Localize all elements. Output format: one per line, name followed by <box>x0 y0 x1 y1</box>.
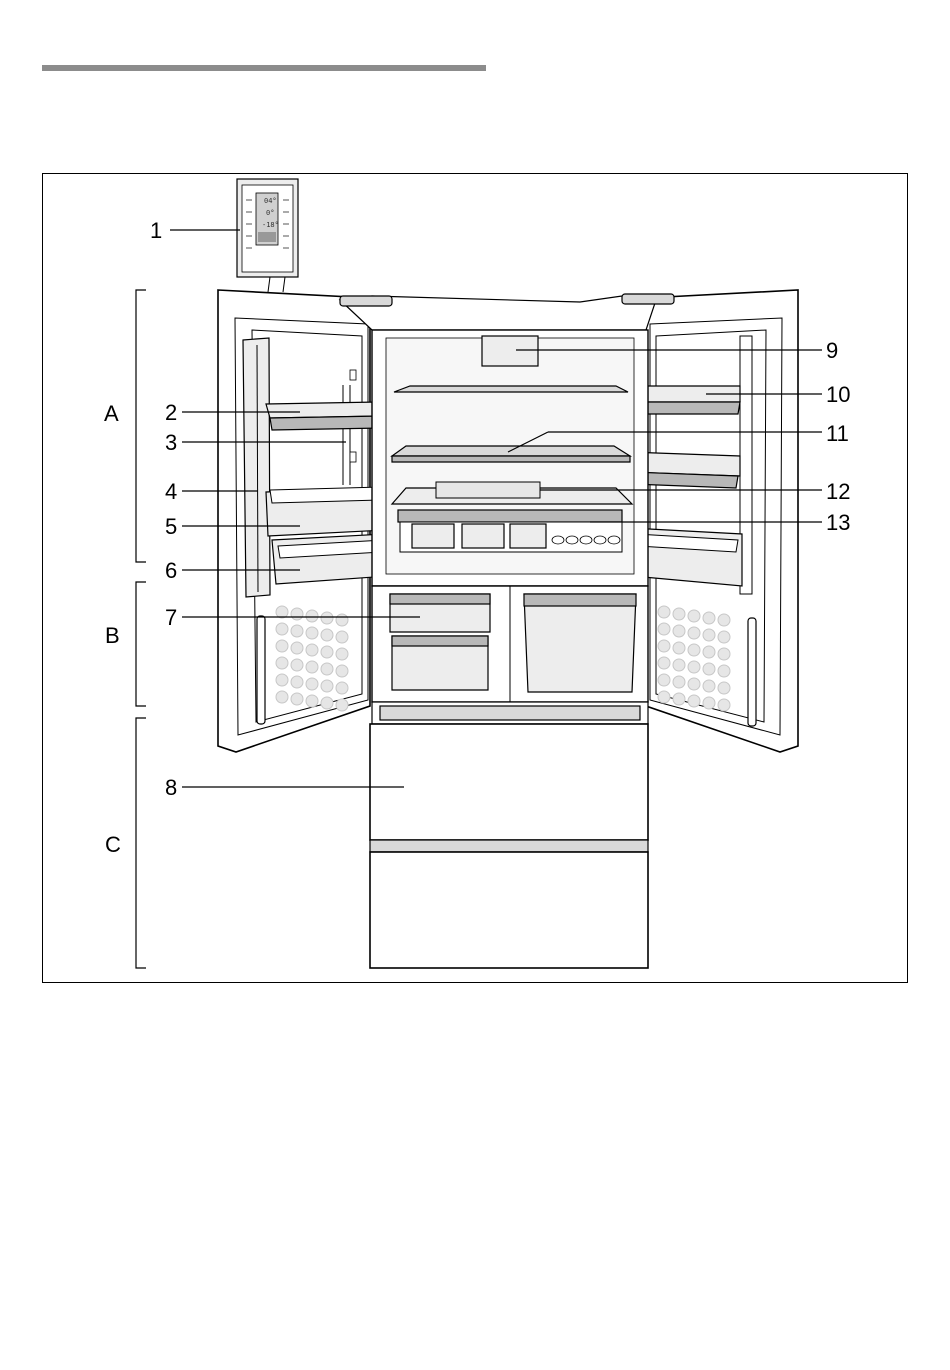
door-dimple <box>306 610 318 622</box>
door-dimple <box>658 657 670 669</box>
door-dimple <box>321 680 333 692</box>
door-dimple <box>703 663 715 675</box>
door-dimple <box>718 631 730 643</box>
callout-13: 13 <box>826 510 850 535</box>
door-dimple <box>718 665 730 677</box>
door-dimple <box>291 693 303 705</box>
callout-6: 6 <box>165 558 177 583</box>
section-label-c: C <box>105 832 121 857</box>
door-dimple <box>291 608 303 620</box>
section-brackets <box>136 290 146 968</box>
freezer-drawers <box>370 724 648 968</box>
display-line-2: 0° <box>266 209 274 217</box>
door-dimple <box>718 682 730 694</box>
middle-drawer-compartment <box>372 586 648 724</box>
door-dimple <box>336 699 348 711</box>
callout-10: 10 <box>826 382 850 407</box>
door-dimple <box>688 661 700 673</box>
door-dimple <box>336 631 348 643</box>
callout-12: 12 <box>826 479 850 504</box>
door-dimple <box>336 614 348 626</box>
door-dimple <box>658 623 670 635</box>
door-dimple <box>276 691 288 703</box>
door-dimple <box>306 678 318 690</box>
callout-5: 5 <box>165 514 177 539</box>
door-dimple <box>673 659 685 671</box>
door-dimple <box>658 691 670 703</box>
door-dimple <box>291 642 303 654</box>
door-dimple <box>336 665 348 677</box>
door-dimple <box>321 663 333 675</box>
door-dimple <box>276 674 288 686</box>
door-dimple <box>703 629 715 641</box>
door-dimple <box>321 629 333 641</box>
fridge-compartment <box>340 294 674 586</box>
callout-8: 8 <box>165 775 177 800</box>
door-dimple <box>703 612 715 624</box>
callout-2: 2 <box>165 400 177 425</box>
door-dimple <box>703 646 715 658</box>
callout-3: 3 <box>165 430 177 455</box>
door-dimple <box>688 695 700 707</box>
door-dimple <box>718 614 730 626</box>
door-dimple <box>321 697 333 709</box>
door-dimple <box>658 640 670 652</box>
callout-7: 7 <box>165 605 177 630</box>
door-dimple <box>336 682 348 694</box>
section-label-a: A <box>104 401 119 426</box>
display-line-1: 04° <box>264 197 277 205</box>
door-dimple <box>306 644 318 656</box>
door-dimple <box>321 612 333 624</box>
callout-1: 1 <box>150 218 162 243</box>
door-dimple <box>276 640 288 652</box>
door-dimple <box>291 676 303 688</box>
door-dimple <box>673 625 685 637</box>
door-dimple <box>336 648 348 660</box>
door-dimple <box>276 623 288 635</box>
door-dimple <box>673 693 685 705</box>
door-dimple <box>658 674 670 686</box>
callout-9: 9 <box>826 338 838 363</box>
door-dimple <box>276 606 288 618</box>
section-label-b: B <box>105 623 120 648</box>
control-panel-inset: 04° 0° -18° <box>237 179 298 292</box>
door-dimple <box>673 642 685 654</box>
door-dimple <box>673 676 685 688</box>
door-dimple <box>658 606 670 618</box>
door-dimple <box>306 627 318 639</box>
door-dimple <box>688 627 700 639</box>
door-dimple <box>673 608 685 620</box>
door-dimple <box>291 659 303 671</box>
door-dimple <box>688 644 700 656</box>
door-dimple <box>306 661 318 673</box>
door-dimple <box>276 657 288 669</box>
door-dimple <box>688 610 700 622</box>
door-dimple <box>688 678 700 690</box>
callout-11: 11 <box>826 421 849 446</box>
display-line-3: -18° <box>262 221 279 229</box>
door-dimple <box>703 680 715 692</box>
callout-4: 4 <box>165 479 177 504</box>
door-dimple <box>703 697 715 709</box>
door-dimple <box>718 699 730 711</box>
door-dimple <box>291 625 303 637</box>
door-dimple <box>306 695 318 707</box>
door-dimple <box>321 646 333 658</box>
door-dimple <box>718 648 730 660</box>
